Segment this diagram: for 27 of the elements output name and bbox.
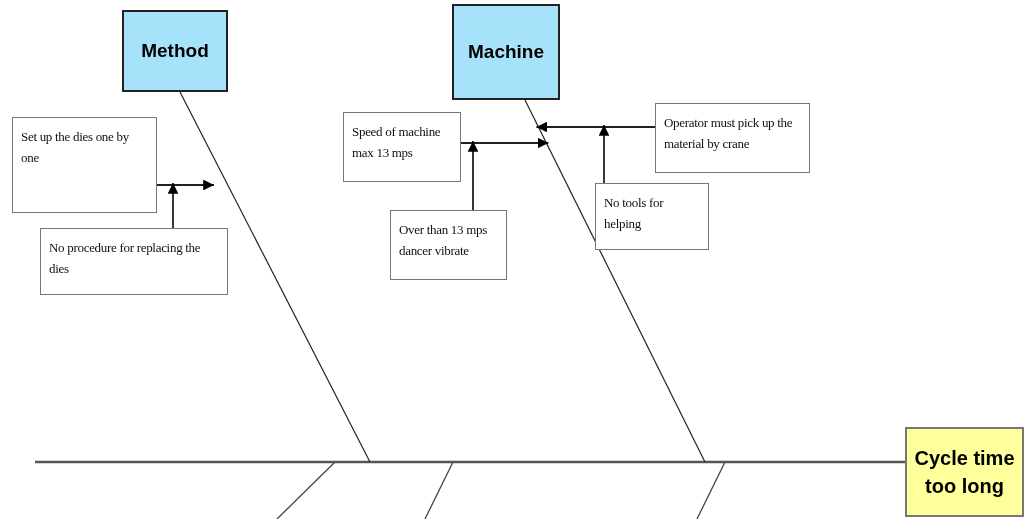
spine-line <box>35 460 905 464</box>
effect-label: Cycle time too long <box>913 446 1016 499</box>
category-label: Machine <box>468 41 544 63</box>
cause-text: Speed of machine max 13 mps <box>352 124 441 160</box>
arrow <box>467 140 479 211</box>
cause-box <box>343 112 461 182</box>
cause-text: Over than 13 mps dancer vibrate <box>399 222 487 258</box>
category-box <box>452 4 560 100</box>
bone-line <box>179 91 371 463</box>
cause-box <box>40 228 228 295</box>
arrow <box>156 179 215 191</box>
arrow <box>598 124 610 184</box>
effect-box <box>905 427 1024 517</box>
cause-box <box>12 117 157 213</box>
category-box <box>122 10 228 92</box>
bone-line <box>524 99 706 463</box>
arrow <box>460 137 550 149</box>
cause-text: Set up the dies one by one <box>21 129 129 165</box>
cause-box <box>595 183 709 250</box>
cause-box <box>390 210 507 280</box>
cause-text: Operator must pick up the material by crane <box>664 115 793 151</box>
cause-text: No tools for helping <box>604 195 664 231</box>
arrow <box>167 182 179 229</box>
cause-text: No procedure for replacing the dies <box>49 240 201 276</box>
cause-box <box>655 103 810 173</box>
arrow <box>535 121 656 133</box>
category-label: Method <box>141 40 209 62</box>
